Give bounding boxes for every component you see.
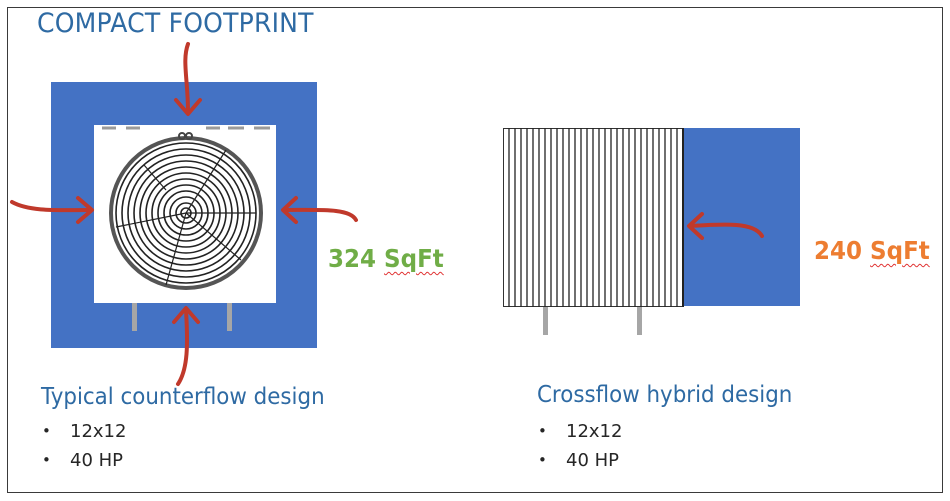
counterflow-area-label: 324 SqFt	[328, 244, 444, 273]
counterflow-design-title: Typical counterflow design	[41, 384, 325, 410]
crossflow-leg-left	[543, 307, 548, 335]
airflow-arrow-left-icon	[10, 196, 94, 224]
crossflow-design-title: Crossflow hybrid design	[537, 382, 793, 408]
counterflow-area-unit: SqFt	[384, 244, 444, 273]
crossflow-area-label: 240 SqFt	[814, 236, 930, 265]
airflow-arrow-crossflow-icon	[687, 212, 764, 240]
crossflow-spec-size: 12x12	[538, 417, 622, 446]
airflow-arrow-right-icon	[281, 196, 358, 224]
airflow-arrow-top-icon	[174, 42, 202, 116]
counterflow-leg-right	[227, 303, 232, 331]
crossflow-specs-list: 12x12 40 HP	[538, 417, 622, 475]
fan-grille-icon	[109, 132, 263, 290]
counterflow-spec-power: 40 HP	[42, 446, 126, 475]
counterflow-spec-size: 12x12	[42, 417, 126, 446]
crossflow-leg-right	[637, 307, 642, 335]
crossflow-unit-footprint	[684, 128, 800, 306]
counterflow-leg-left	[132, 303, 137, 331]
crossflow-spec-power: 40 HP	[538, 446, 622, 475]
crossflow-area-unit: SqFt	[870, 236, 930, 265]
casing-top-vents-icon	[102, 126, 270, 130]
counterflow-area-number: 324	[328, 244, 377, 273]
slide-title: COMPACT FOOTPRINT	[37, 8, 314, 39]
airflow-arrow-bottom-icon	[172, 306, 200, 386]
crossflow-area-number: 240	[814, 236, 863, 265]
crossflow-fill-media-icon	[503, 128, 684, 307]
counterflow-specs-list: 12x12 40 HP	[42, 417, 126, 475]
